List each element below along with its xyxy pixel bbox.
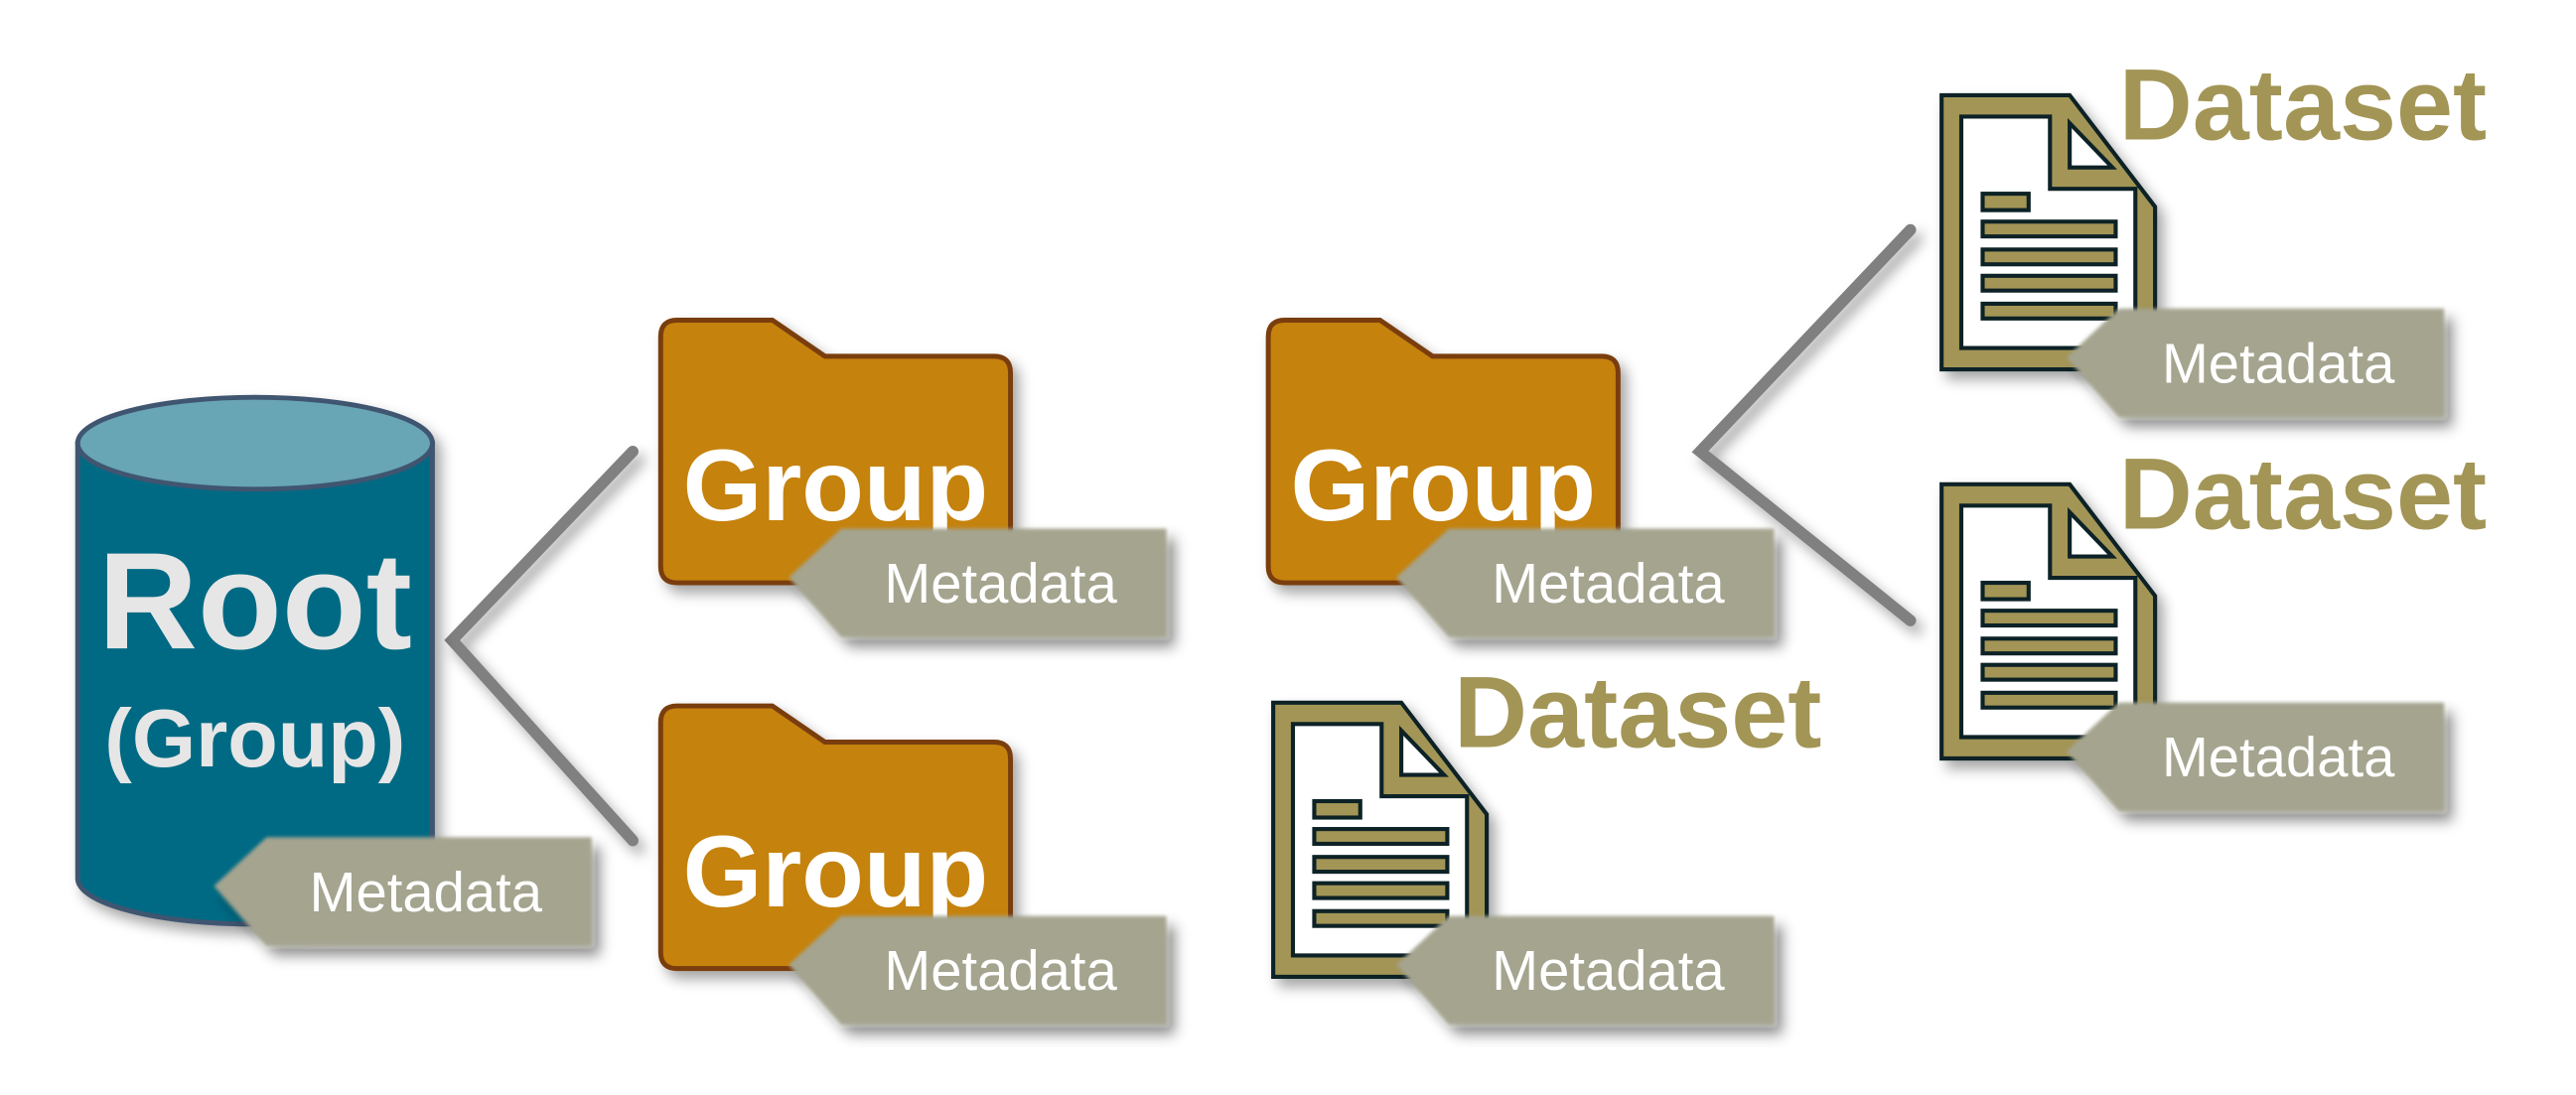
dataset-label: Dataset bbox=[2119, 436, 2487, 550]
metadata-tag-shape bbox=[2066, 702, 2445, 811]
document-icon bbox=[1271, 700, 1490, 980]
metadata-label: Metadata bbox=[1492, 939, 1725, 1002]
document-icon bbox=[1939, 92, 2158, 372]
metadata-label: Metadata bbox=[2162, 726, 2395, 788]
dataset-metadata-tag: Metadata bbox=[2066, 702, 2445, 811]
group-metadata-tag: Metadata bbox=[788, 528, 1167, 637]
group-node: Group bbox=[1265, 317, 1621, 586]
metadata-tag-shape bbox=[788, 528, 1167, 637]
metadata-tag-shape bbox=[1396, 528, 1775, 637]
dataset-metadata-tag: Metadata bbox=[1396, 915, 1775, 1025]
metadata-label: Metadata bbox=[884, 939, 1117, 1002]
connector-root-to-groups bbox=[444, 445, 639, 847]
dataset-node: Dataset bbox=[1939, 48, 2487, 372]
connectors bbox=[444, 223, 1917, 847]
root-metadata-tag: Metadata bbox=[214, 837, 592, 946]
dataset-node: Dataset bbox=[1939, 436, 2487, 761]
metadata-label: Metadata bbox=[1492, 552, 1725, 615]
dataset-label: Dataset bbox=[1454, 654, 1821, 768]
group-label: Group bbox=[683, 428, 989, 542]
root-subtitle: (Group) bbox=[104, 692, 405, 784]
metadata-label: Metadata bbox=[2162, 332, 2395, 394]
group-label: Group bbox=[1291, 428, 1597, 542]
folder-icon bbox=[657, 317, 1014, 586]
folder-icon bbox=[657, 703, 1014, 972]
metadata-tag-shape bbox=[214, 837, 592, 946]
group-node: Group bbox=[657, 703, 1014, 972]
folder-icon bbox=[1265, 317, 1621, 586]
metadata-tag-shape bbox=[788, 915, 1167, 1025]
group-metadata-tag: Metadata bbox=[788, 915, 1167, 1025]
dataset-node: Dataset bbox=[1271, 654, 1821, 980]
metadata-label: Metadata bbox=[884, 552, 1117, 615]
dataset-label: Dataset bbox=[2119, 48, 2487, 162]
metadata-tag-shape bbox=[2066, 308, 2445, 418]
group-label: Group bbox=[683, 814, 989, 928]
group-node: Group bbox=[657, 317, 1014, 586]
root-title: Root bbox=[98, 524, 412, 678]
root-node: Root (Group) bbox=[74, 394, 435, 927]
document-icon bbox=[1939, 481, 2158, 761]
dataset-metadata-tag: Metadata bbox=[2066, 308, 2445, 418]
connector-group-to-datasets bbox=[1691, 223, 1917, 626]
group-metadata-tag: Metadata bbox=[1396, 528, 1775, 637]
metadata-tag-shape bbox=[1396, 915, 1775, 1025]
metadata-label: Metadata bbox=[310, 861, 543, 923]
